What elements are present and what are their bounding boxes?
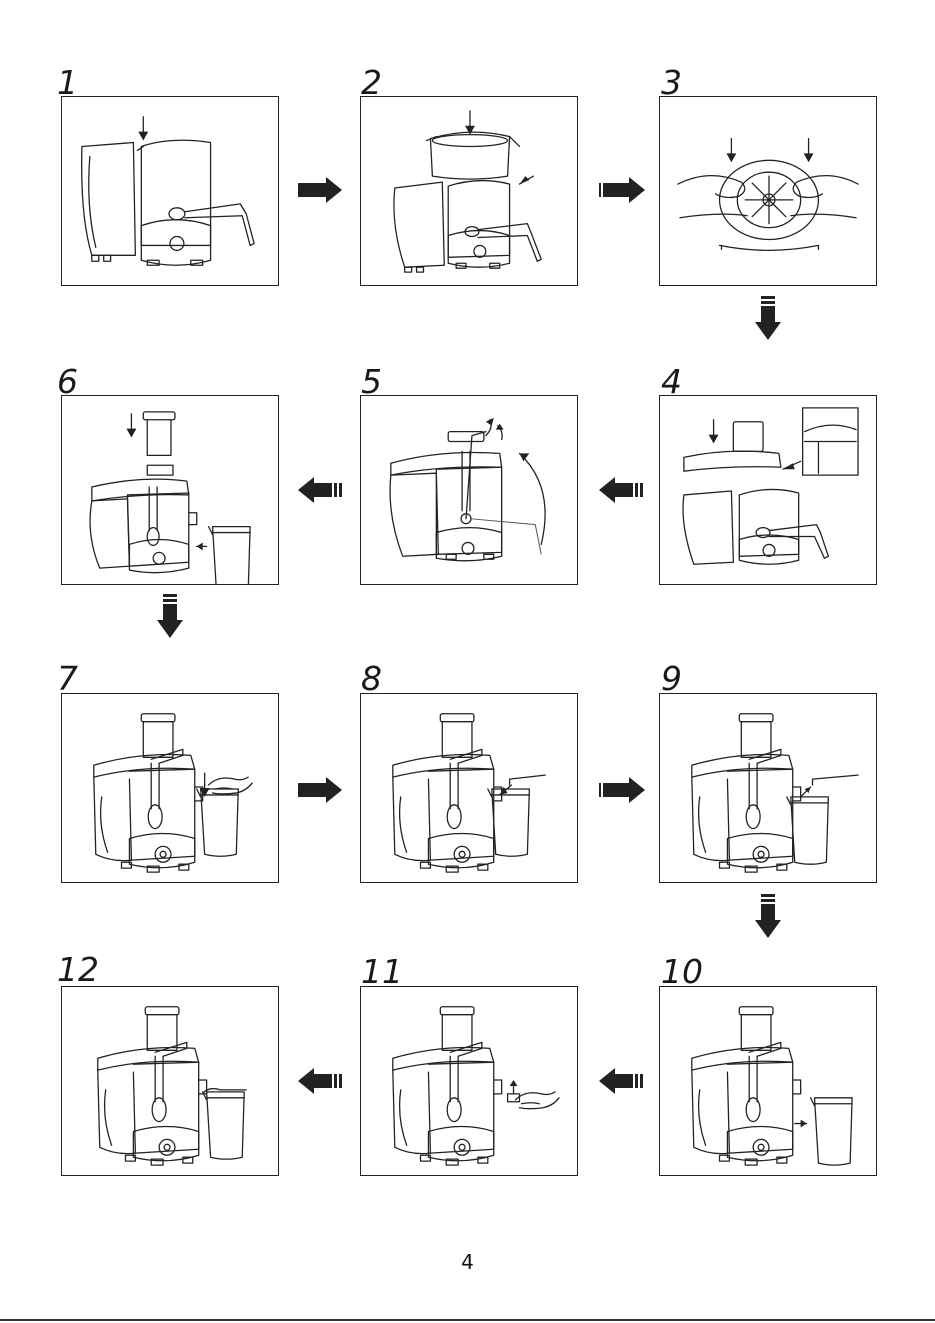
step-12-illustration: [61, 986, 279, 1176]
step-5-illustration: [360, 395, 578, 585]
step-number-3: 3: [661, 66, 682, 99]
step-number-4: 4: [661, 365, 682, 398]
block-arrow-icon: [298, 1068, 344, 1094]
step-6-illustration: [61, 395, 279, 585]
block-arrow-icon: [599, 477, 645, 503]
step-2-illustration: [360, 96, 578, 286]
step-number-2: 2: [361, 66, 382, 99]
step-7-illustration: [61, 693, 279, 883]
block-arrow-icon: [298, 477, 344, 503]
block-arrow-icon: [755, 296, 781, 342]
block-arrow-icon: [599, 1068, 645, 1094]
step-9-illustration: [659, 693, 877, 883]
block-arrow-icon: [599, 177, 645, 203]
step-number-1: 1: [57, 66, 78, 99]
block-arrow-icon: [599, 777, 645, 803]
step-number-9: 9: [661, 662, 682, 695]
step-number-11: 11: [361, 955, 403, 988]
page-number: 4: [0, 1250, 935, 1274]
step-8-illustration: [360, 693, 578, 883]
block-arrow-icon: [298, 177, 344, 203]
block-arrow-icon: [298, 777, 344, 803]
step-number-12: 12: [57, 953, 99, 986]
step-10-illustration: [659, 986, 877, 1176]
block-arrow-icon: [157, 594, 183, 640]
step-3-illustration: [659, 96, 877, 286]
bottom-rule: [0, 1319, 935, 1321]
step-11-illustration: [360, 986, 578, 1176]
step-number-7: 7: [57, 662, 78, 695]
step-number-8: 8: [361, 662, 382, 695]
step-1-illustration: [61, 96, 279, 286]
block-arrow-icon: [755, 894, 781, 940]
step-number-6: 6: [57, 365, 78, 398]
step-4-illustration: [659, 395, 877, 585]
step-number-10: 10: [661, 955, 703, 988]
step-number-5: 5: [361, 365, 382, 398]
